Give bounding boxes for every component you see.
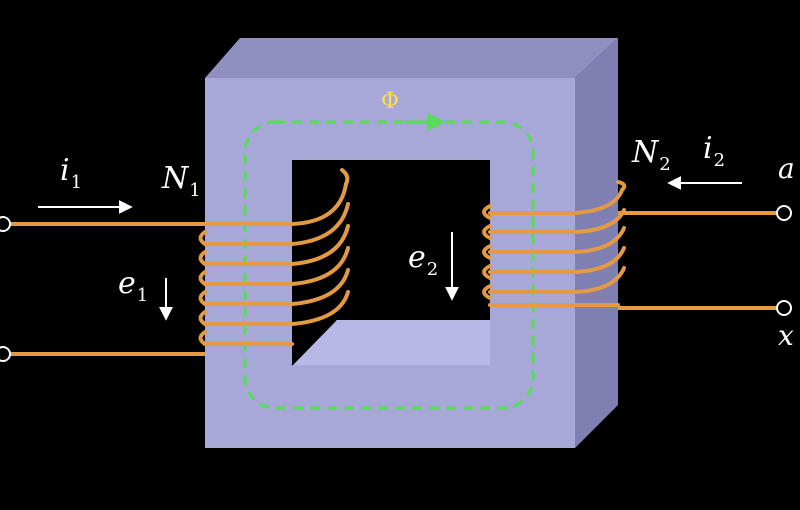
label-N2: N2 [631,135,671,175]
label-e1: e1 [118,266,148,306]
window-edge [291,319,337,366]
secondary-terminal-a [776,205,792,221]
primary-terminal-top [0,216,11,232]
label-e2: e2 [408,240,438,280]
primary-terminal-bottom [0,346,11,362]
core-top-face [205,38,618,78]
core-side-face [575,38,618,448]
label-N1: N1 [161,161,201,201]
label-i2: i2 [703,131,725,171]
primary-coil [198,168,350,346]
secondary-coil [482,180,627,307]
label-terminal-a: a [778,152,795,185]
label-terminal-x: x [778,319,794,352]
secondary-terminal-x [776,300,792,316]
flux-label: Φ [381,89,399,114]
label-i1: i1 [60,153,82,193]
core-window-hole [292,160,490,365]
